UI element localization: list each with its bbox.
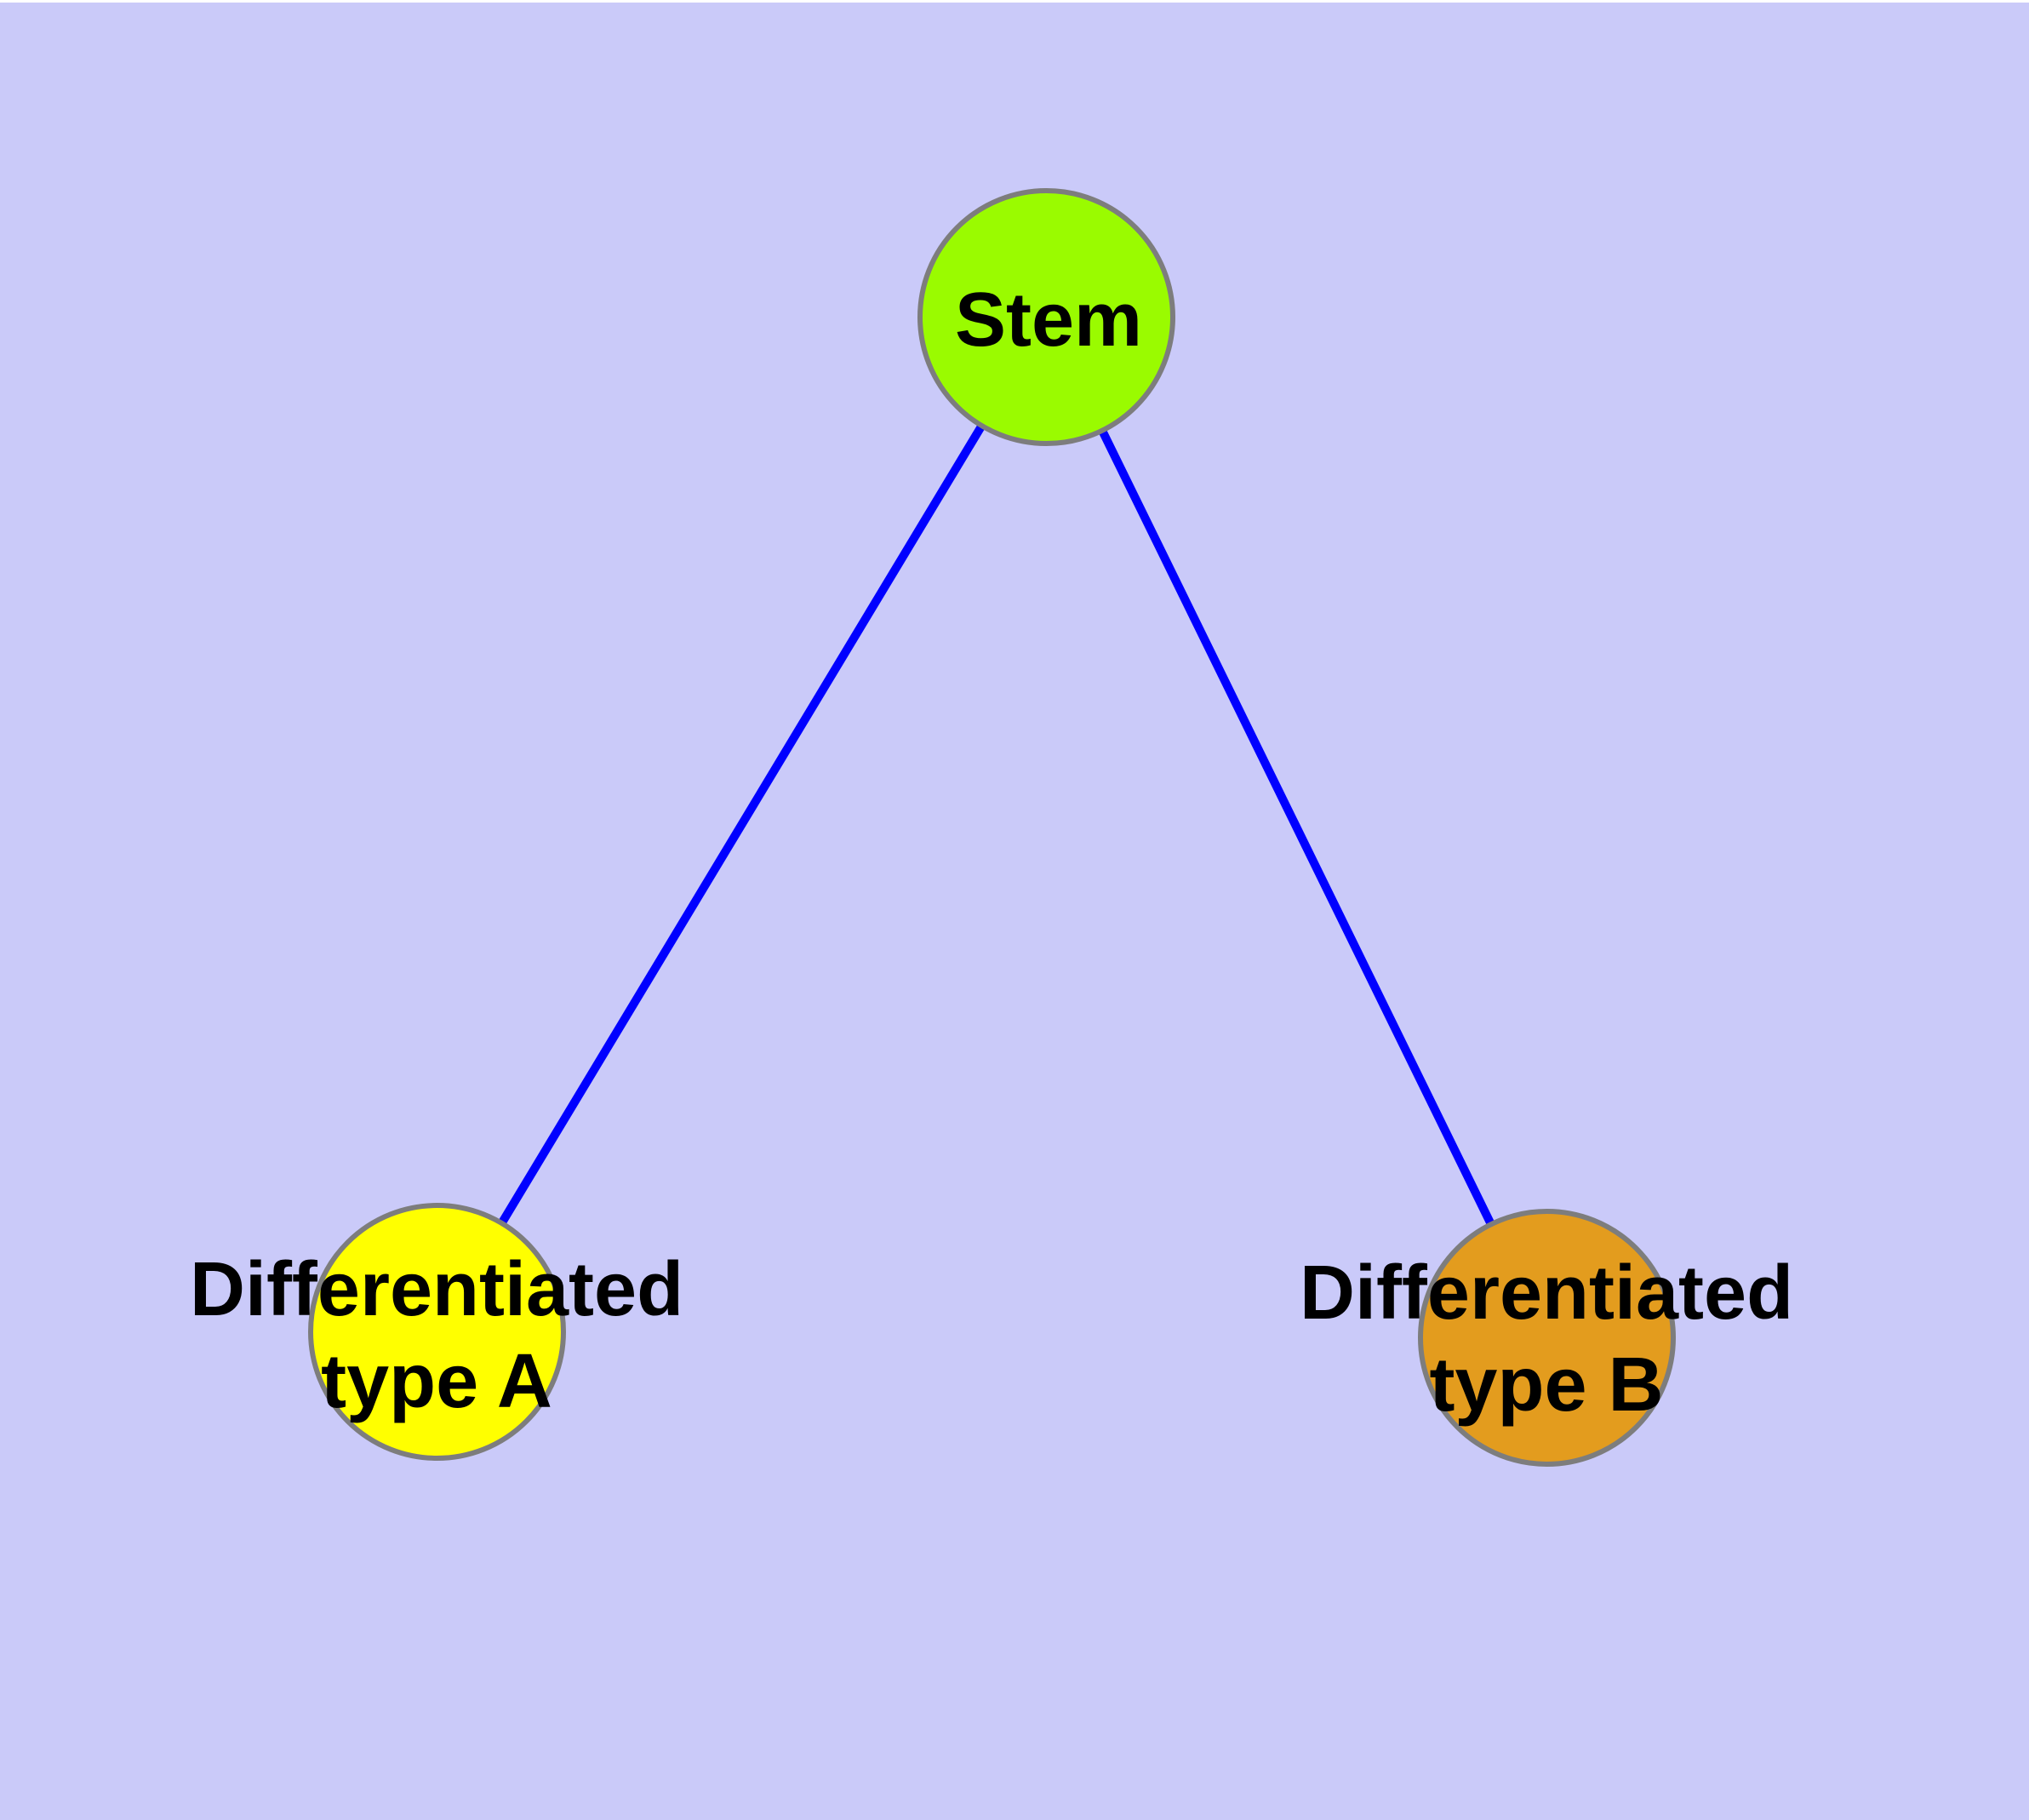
edge-stem-to-type-b [1043, 315, 1551, 1340]
edge-stem-to-type-a [432, 315, 1051, 1334]
node-type-a-label-line2: type A [321, 1339, 552, 1424]
node-stem-circle [917, 188, 1175, 446]
node-type-b-circle [1418, 1209, 1676, 1467]
node-type-a-label: Differentiated type A [190, 1244, 683, 1428]
node-type-a-circle [308, 1203, 566, 1461]
node-stem-label-line1: Stem [954, 278, 1143, 363]
node-type-b-label-line2: type B [1429, 1342, 1664, 1428]
node-type-a-label-line1: Differentiated [189, 1247, 684, 1332]
node-type-b-label: Differentiated type B [1300, 1247, 1793, 1431]
node-stem-label: Stem [955, 274, 1142, 366]
node-type-b-label-line1: Differentiated [1299, 1251, 1794, 1336]
